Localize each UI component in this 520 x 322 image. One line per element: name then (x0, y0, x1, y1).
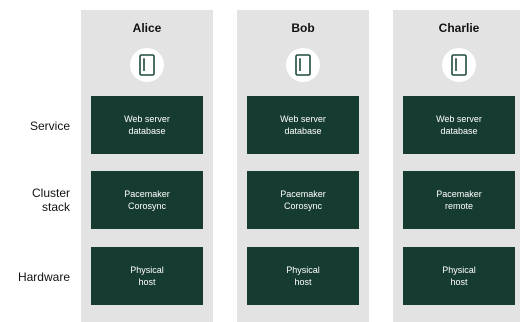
tile-line: Physical (286, 265, 320, 275)
server-icon (286, 48, 320, 82)
node-column-alice: Alice Web server database Pacemaker Coro… (81, 10, 213, 322)
row-label-service: Service (0, 119, 70, 133)
cluster-stack-tile: Pacemaker Corosync (247, 171, 359, 229)
hardware-tile: Physical host (247, 247, 359, 305)
tile-line: host (294, 277, 312, 287)
row-label-line: Hardware (17, 270, 70, 284)
tile-line: database (128, 126, 166, 136)
tile-line: Corosync (283, 201, 322, 211)
tile-line: Pacemaker (124, 189, 170, 199)
row-label-cluster-stack: Cluster stack (0, 186, 70, 214)
row-label-line: Service (29, 119, 70, 133)
service-tile: Web server database (403, 96, 515, 154)
row-label-line: Cluster (31, 186, 70, 200)
tile-line: Web server (124, 114, 170, 124)
tile-line: Physical (130, 265, 164, 275)
tile-line: Web server (436, 114, 482, 124)
node-title: Charlie (438, 21, 480, 35)
tile-line: Pacemaker (280, 189, 326, 199)
hardware-tile: Physical host (403, 247, 515, 305)
tile-line: Web server (280, 114, 326, 124)
cluster-stack-tile: Pacemaker Corosync (91, 171, 203, 229)
node-column-bob: Bob Web server database Pacemaker Corosy… (237, 10, 369, 322)
tile-line: host (450, 277, 468, 287)
service-tile: Web server database (247, 96, 359, 154)
node-title: Alice (132, 21, 162, 35)
hardware-tile: Physical host (91, 247, 203, 305)
tile-line: database (284, 126, 322, 136)
tile-line: remote (444, 201, 473, 211)
row-label-hardware: Hardware (0, 270, 70, 284)
server-icon (442, 48, 476, 82)
row-label-line: stack (41, 200, 70, 214)
tile-line: Pacemaker (436, 189, 482, 199)
tile-line: database (440, 126, 478, 136)
node-column-charlie: Charlie Web server database Pacemaker re… (393, 10, 520, 322)
cluster-stack-tile: Pacemaker remote (403, 171, 515, 229)
server-icon (130, 48, 164, 82)
tile-line: Physical (442, 265, 476, 275)
tile-line: Corosync (127, 201, 166, 211)
tile-line: host (138, 277, 156, 287)
node-title: Bob (291, 21, 315, 35)
service-tile: Web server database (91, 96, 203, 154)
